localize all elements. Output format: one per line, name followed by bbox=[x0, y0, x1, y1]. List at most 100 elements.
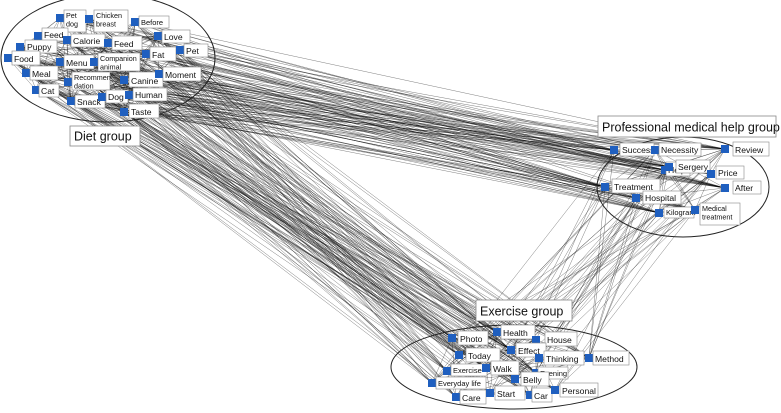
node-marker bbox=[610, 146, 618, 154]
node: Exercise bbox=[443, 363, 488, 377]
node-marker bbox=[120, 108, 128, 116]
edge bbox=[67, 81, 512, 351]
node: Fat bbox=[142, 46, 177, 62]
edge bbox=[128, 94, 726, 150]
edge bbox=[67, 81, 712, 175]
node-marker bbox=[486, 389, 494, 397]
node-marker bbox=[16, 43, 24, 51]
node-label: After bbox=[735, 183, 753, 193]
node-label-box bbox=[520, 371, 550, 387]
node-marker bbox=[34, 32, 42, 40]
node-marker bbox=[4, 54, 12, 62]
edge bbox=[664, 169, 696, 211]
node-marker bbox=[651, 146, 659, 154]
node-label-box bbox=[161, 29, 191, 44]
node-label: Puppy bbox=[27, 42, 52, 52]
node-label-box bbox=[500, 324, 536, 340]
node-label-box bbox=[162, 66, 202, 82]
node-marker bbox=[142, 50, 150, 58]
node: Food bbox=[4, 50, 41, 66]
node-label: Care bbox=[462, 393, 481, 403]
node-marker bbox=[691, 206, 699, 214]
node-marker bbox=[98, 93, 106, 101]
node-label-box bbox=[24, 39, 58, 54]
edge bbox=[157, 35, 433, 384]
node-label-box bbox=[675, 159, 711, 174]
node-label: Pet bbox=[186, 46, 200, 56]
edge bbox=[123, 111, 615, 151]
node: Feed bbox=[104, 35, 143, 51]
node: Necessity bbox=[651, 142, 702, 157]
edge bbox=[7, 57, 660, 214]
edge bbox=[538, 197, 637, 359]
node: Walk bbox=[482, 360, 520, 376]
node-marker bbox=[104, 39, 112, 47]
node: Pet bbox=[176, 43, 209, 58]
node: Care bbox=[452, 389, 487, 405]
edge bbox=[134, 21, 615, 151]
edge bbox=[123, 111, 491, 394]
node-marker bbox=[120, 76, 128, 84]
node-marker bbox=[125, 91, 133, 99]
node-marker bbox=[56, 14, 64, 22]
edge bbox=[458, 197, 637, 356]
group-title-box bbox=[69, 125, 141, 147]
node-label: Before bbox=[141, 18, 163, 27]
node-marker bbox=[511, 375, 519, 383]
node: Kilogram bbox=[655, 206, 696, 219]
node: Love bbox=[154, 29, 191, 44]
node-label-box bbox=[97, 52, 141, 72]
node: Method bbox=[585, 350, 630, 366]
node-marker bbox=[85, 15, 93, 23]
node: Everyday life bbox=[428, 376, 487, 390]
edge bbox=[128, 94, 433, 384]
edge bbox=[123, 111, 656, 151]
node-label: Treatment bbox=[614, 182, 653, 192]
edge bbox=[67, 81, 537, 341]
node-marker bbox=[154, 32, 162, 40]
node-label: Food bbox=[14, 54, 34, 64]
node-label: Moment bbox=[165, 70, 197, 80]
node-label: Feed bbox=[44, 30, 64, 40]
edge bbox=[70, 100, 726, 150]
node-marker bbox=[507, 346, 515, 354]
edge bbox=[67, 81, 453, 339]
edge bbox=[157, 35, 537, 341]
node-label: Review bbox=[735, 145, 764, 155]
exercise-group-title: Exercise group bbox=[475, 299, 573, 322]
node: Treatment bbox=[601, 178, 661, 194]
node: Photo bbox=[448, 330, 489, 346]
node-label: Method bbox=[595, 354, 624, 364]
node: Thinking bbox=[535, 350, 585, 366]
node: Feed bbox=[34, 27, 69, 42]
node-marker bbox=[455, 351, 463, 359]
node-label: House bbox=[547, 335, 572, 345]
node-label: Everyday life bbox=[438, 379, 481, 388]
node-marker bbox=[448, 334, 456, 342]
node: After bbox=[721, 180, 762, 195]
medical-group-title: Professional medical help group bbox=[597, 115, 780, 138]
node-label: Walk bbox=[493, 364, 512, 374]
node-marker bbox=[632, 194, 640, 202]
node-marker bbox=[482, 364, 490, 372]
edge bbox=[128, 94, 726, 189]
node: Health bbox=[493, 324, 536, 340]
node-label: Photo bbox=[460, 334, 483, 344]
node-label: Fat bbox=[152, 50, 165, 60]
node-label-box bbox=[490, 360, 520, 376]
edge bbox=[67, 81, 696, 211]
edge bbox=[485, 197, 637, 369]
edge bbox=[93, 61, 606, 188]
node-label: Evening bbox=[540, 369, 567, 378]
edge bbox=[158, 73, 656, 151]
node: Belly bbox=[511, 371, 550, 387]
edge bbox=[157, 35, 460, 356]
edge bbox=[67, 81, 726, 150]
node-marker bbox=[22, 69, 30, 77]
